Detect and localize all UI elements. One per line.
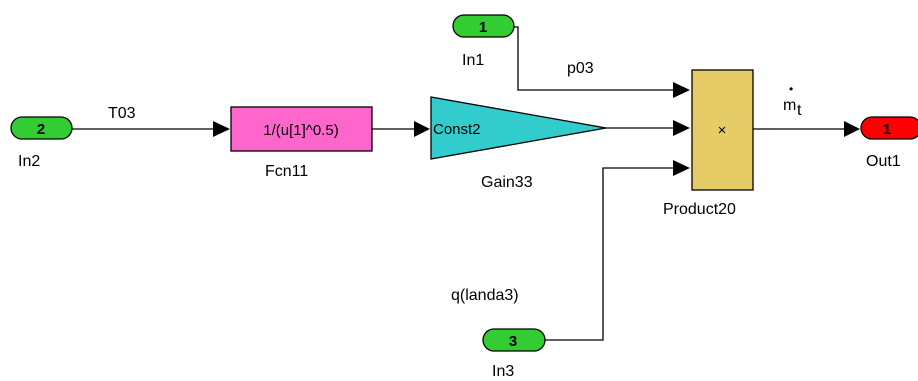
- outport-out1-body: [860, 116, 918, 140]
- product-block-name: Product20: [663, 201, 736, 218]
- wire-in1-to-product: [514, 26, 676, 91]
- outport-out1-number: 1: [883, 121, 891, 138]
- mdot-base: m: [783, 97, 796, 114]
- arrow-fcn-input: [213, 121, 230, 137]
- gain-block[interactable]: Const2 Gain33: [430, 96, 607, 191]
- inport-in2-body: [10, 116, 73, 140]
- inport-in3-name: In3: [492, 363, 514, 380]
- mdot-dot: •: [789, 82, 793, 96]
- outport-out1[interactable]: 1 Out1: [860, 116, 918, 170]
- product-block-body: [691, 69, 754, 191]
- product-block[interactable]: × Product20: [663, 69, 754, 218]
- signal-label-q: q(landa3): [451, 287, 519, 304]
- fcn-expression: 1/(u[1]^0.5): [263, 122, 338, 139]
- inport-in1-name: In1: [462, 52, 484, 69]
- arrow-gain-input: [414, 121, 430, 137]
- product-symbol: ×: [718, 122, 727, 139]
- wire-in3-to-product: [545, 167, 676, 341]
- inport-in2[interactable]: 2 In2: [10, 116, 73, 170]
- inport-in1[interactable]: 1 In1: [452, 14, 515, 69]
- signal-label-t03: T03: [108, 105, 136, 122]
- arrow-product-input-1: [673, 82, 690, 98]
- signal-label-mdot: • m t: [783, 82, 802, 119]
- fcn-block-name: Fcn11: [265, 163, 308, 180]
- gain-block-body: [430, 96, 607, 160]
- outport-out1-name: Out1: [866, 153, 901, 170]
- arrow-out1-input: [844, 121, 860, 137]
- fcn-block-body: [230, 106, 373, 152]
- inport-in1-number: 1: [479, 19, 487, 36]
- gain-value: Const2: [433, 121, 481, 138]
- signal-label-p03: p03: [567, 60, 594, 77]
- inport-in3[interactable]: 3 In3: [482, 328, 546, 380]
- gain-block-name: Gain33: [481, 174, 533, 191]
- inport-in3-body: [482, 328, 546, 352]
- inport-in2-name: In2: [18, 153, 40, 170]
- arrow-product-input-3: [673, 160, 690, 176]
- inport-in2-number: 2: [37, 121, 45, 138]
- mdot-subscript: t: [797, 102, 802, 119]
- inport-in3-number: 3: [509, 333, 517, 350]
- arrow-product-input-2: [673, 120, 690, 136]
- inport-in1-body: [452, 14, 515, 38]
- fcn-block[interactable]: 1/(u[1]^0.5) Fcn11: [230, 106, 373, 180]
